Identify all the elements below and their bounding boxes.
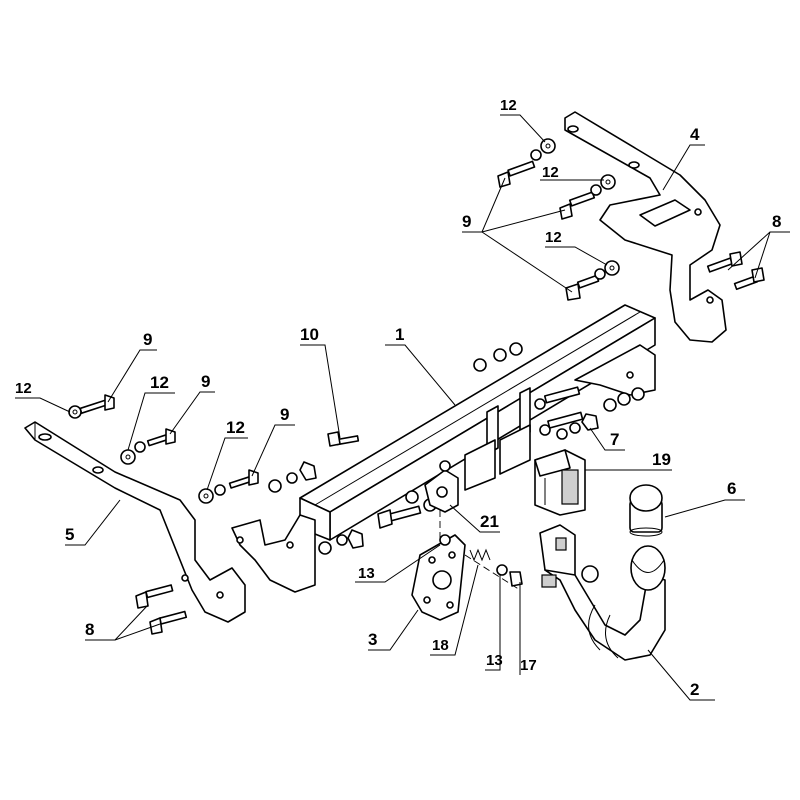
bolt-set-left xyxy=(68,394,364,635)
callout-12-left-2: 12 xyxy=(150,373,169,392)
callout-12-left-3: 12 xyxy=(226,418,245,437)
callout-10: 10 xyxy=(300,325,319,344)
callout-9-right: 9 xyxy=(462,212,471,231)
callout-21: 21 xyxy=(480,512,499,531)
right-side-bracket xyxy=(564,111,727,343)
callout-9-left-lower: 9 xyxy=(280,405,289,424)
left-side-bracket xyxy=(24,421,246,623)
callout-9-left-top: 9 xyxy=(143,330,152,349)
callout-19: 19 xyxy=(652,450,671,469)
mount-bracket-21 xyxy=(424,460,459,513)
callout-3: 3 xyxy=(368,630,377,649)
ball-cover xyxy=(629,484,663,537)
callout-12-right-3: 12 xyxy=(545,229,562,246)
callout-13-left: 13 xyxy=(358,565,375,582)
socket-plate-assembly xyxy=(411,510,523,621)
leader-lines xyxy=(15,114,790,701)
bolt-set-right xyxy=(497,138,765,301)
callout-8-left: 8 xyxy=(85,620,94,639)
callout-17: 17 xyxy=(520,657,537,674)
callout-12-right-1: 12 xyxy=(500,97,517,114)
callout-6: 6 xyxy=(727,479,736,498)
callout-18: 18 xyxy=(432,637,449,654)
callout-8-right: 8 xyxy=(772,212,781,231)
left-mount-plate xyxy=(231,514,316,593)
bolt-set-center xyxy=(327,342,645,529)
callout-9-left-middle: 9 xyxy=(201,372,210,391)
electrical-module xyxy=(534,449,586,516)
callout-1: 1 xyxy=(395,325,404,344)
callout-13-right: 13 xyxy=(486,652,503,669)
tow-ball-neck xyxy=(539,524,666,661)
callout-7: 7 xyxy=(610,430,619,449)
callout-12-left-1: 12 xyxy=(15,380,32,397)
right-rear-plate xyxy=(574,344,656,396)
beam-center-tabs xyxy=(464,387,531,491)
callout-2: 2 xyxy=(690,680,699,699)
callout-4: 4 xyxy=(690,125,700,144)
callout-12-right-2: 12 xyxy=(542,164,559,181)
callout-labels: 1 2 3 4 5 6 7 8 8 9 9 9 9 10 12 12 12 12… xyxy=(15,97,781,699)
crossbar-beam xyxy=(299,304,656,541)
callout-5: 5 xyxy=(65,525,74,544)
